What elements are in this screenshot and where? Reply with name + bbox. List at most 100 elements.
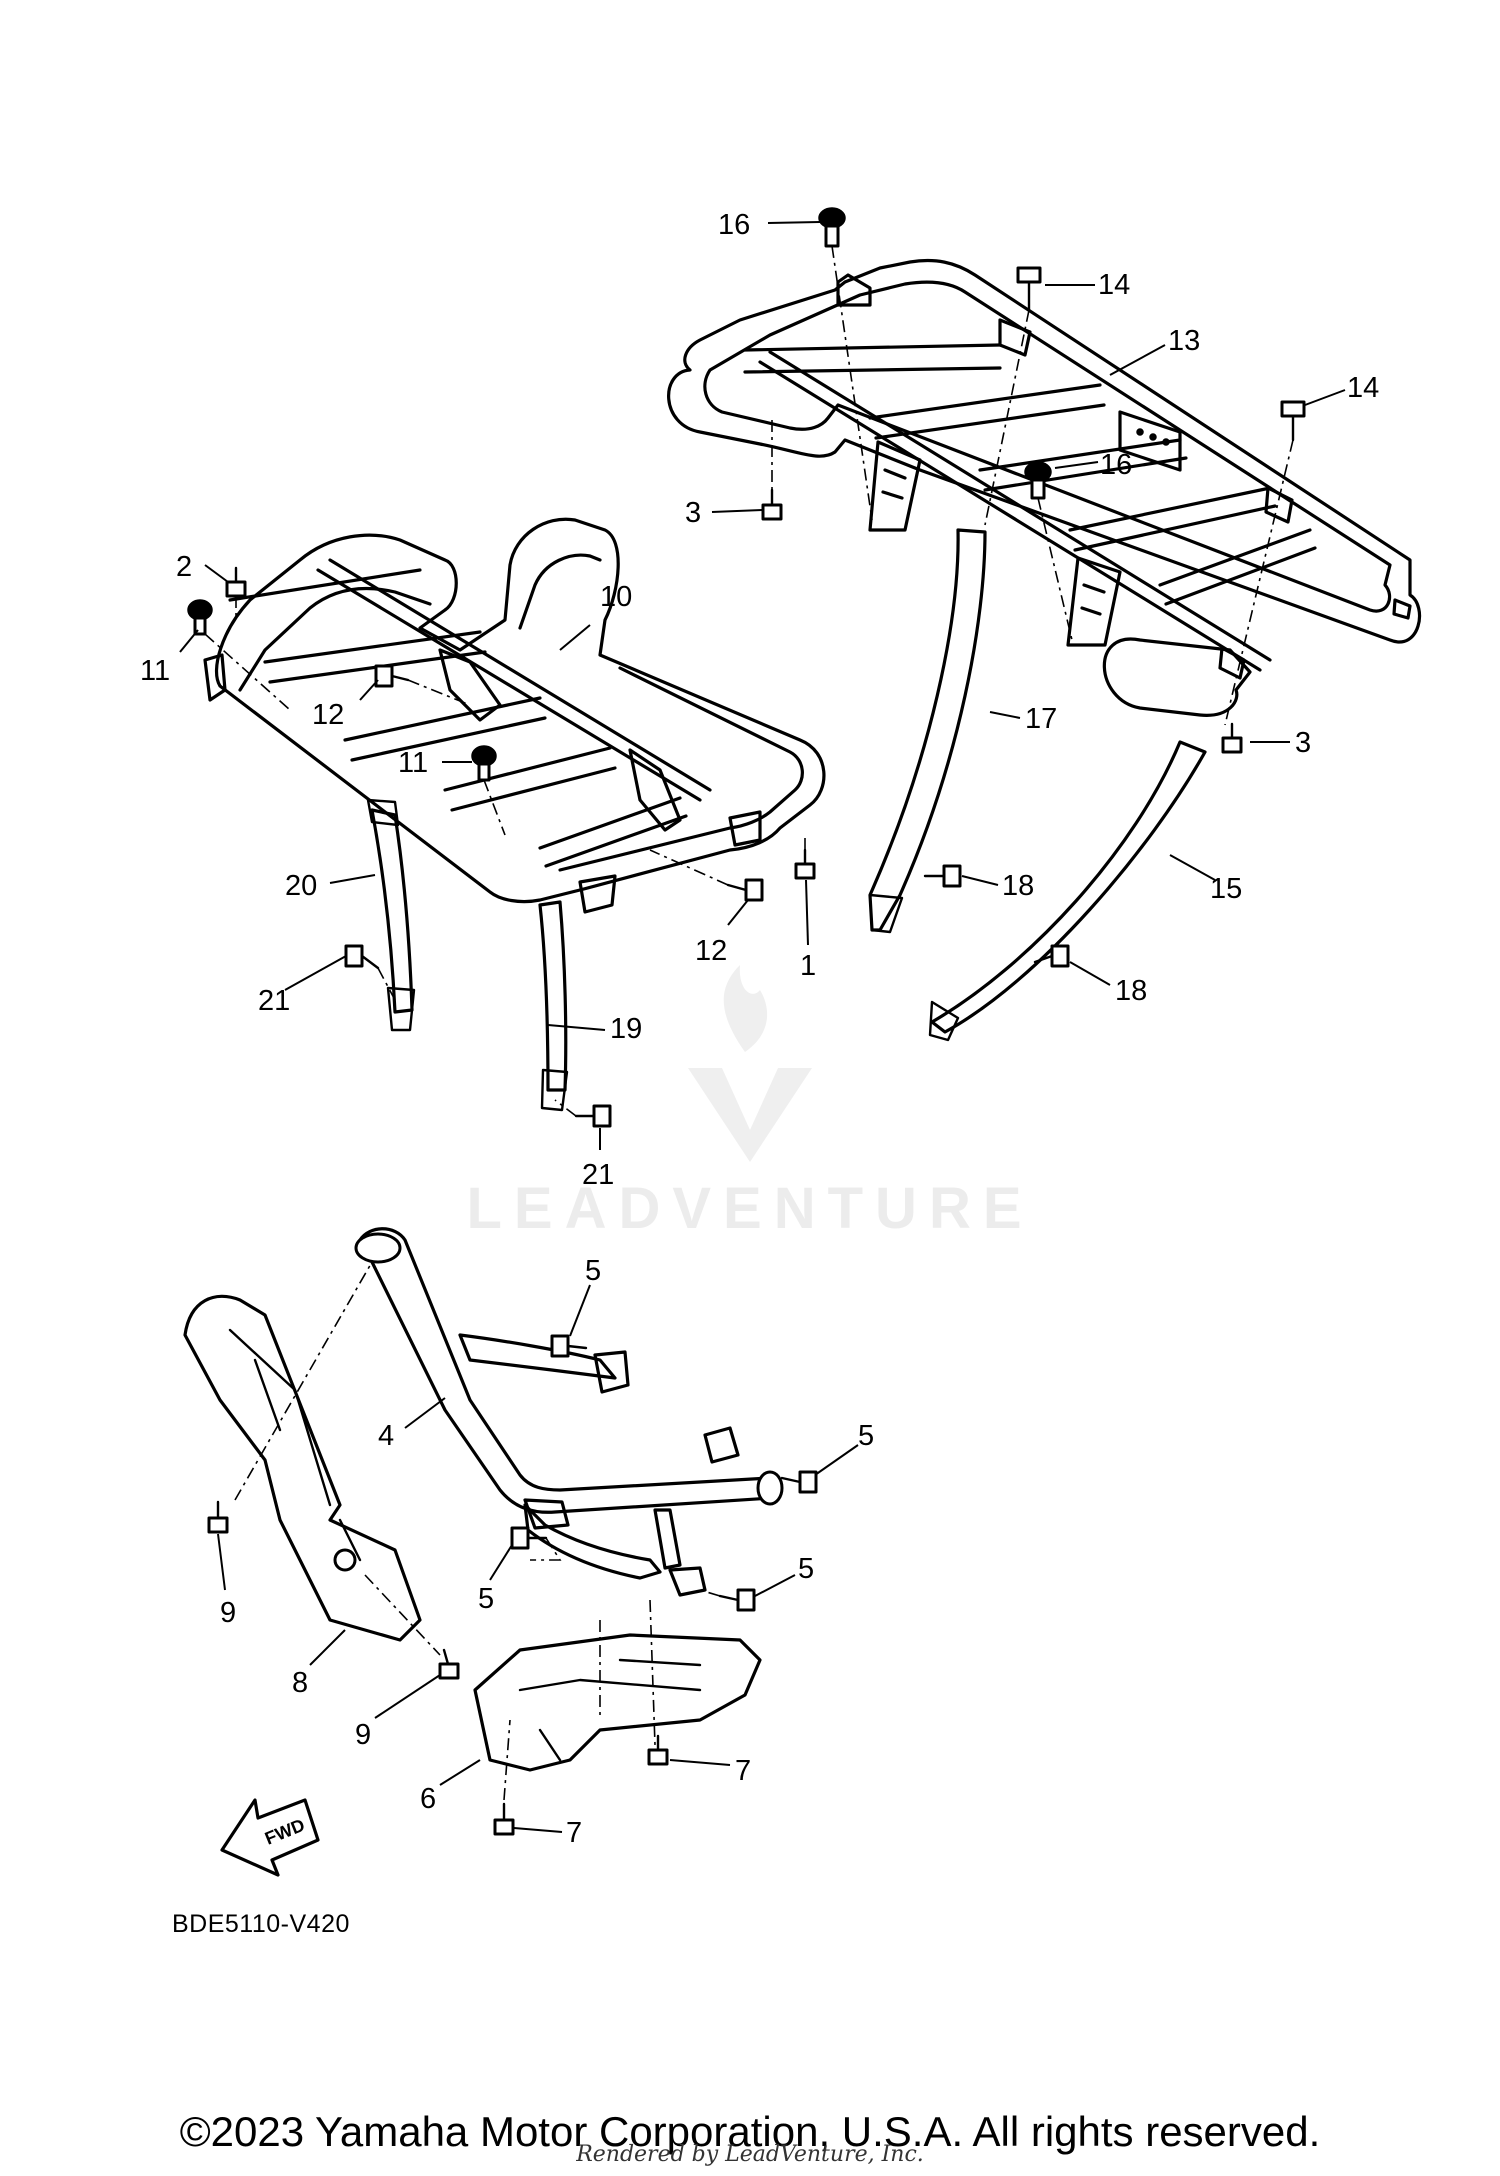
rear-carrier-crossbar-3 xyxy=(978,438,1188,492)
front-stay-20 xyxy=(370,808,414,1014)
rear-carrier-tab-right xyxy=(1264,486,1294,524)
bolt-11-mid-icon xyxy=(471,745,497,782)
front-carrier-bracket-right xyxy=(628,748,682,832)
rear-carrier-frame xyxy=(667,258,1422,644)
front-carrier-crossbar-4 xyxy=(538,796,688,868)
callout-5: 5 xyxy=(798,1553,814,1585)
bolt-9-right-icon xyxy=(438,1648,460,1680)
plate-hole xyxy=(1162,438,1170,446)
callout-16: 16 xyxy=(1100,449,1132,481)
guard-tube-end-right xyxy=(756,1470,784,1506)
assembly-line xyxy=(1224,439,1294,726)
bolt-9-left-icon xyxy=(207,1500,229,1534)
callout-14: 14 xyxy=(1098,269,1130,301)
bolt-12-lower-icon xyxy=(726,878,764,902)
callout-5: 5 xyxy=(478,1583,494,1615)
callout-1: 1 xyxy=(800,950,816,982)
assembly-line xyxy=(649,849,729,886)
bolt-5-lower-icon xyxy=(718,1588,756,1612)
rear-carrier-tab-front xyxy=(1218,646,1246,680)
assembly-lines xyxy=(204,245,1294,1801)
guard-8-body xyxy=(183,1294,422,1642)
assembly-line xyxy=(377,967,396,1001)
guard-8-detail xyxy=(228,1328,362,1562)
assembly-line xyxy=(530,1537,562,1561)
front-carrier-tab-left xyxy=(203,653,227,702)
guard-6-body xyxy=(473,1633,762,1772)
assembly-line xyxy=(699,1589,721,1597)
fwd-arrow-icon xyxy=(220,1798,320,1877)
callout-5: 5 xyxy=(585,1255,601,1287)
assembly-line xyxy=(831,245,873,521)
callout-17: 17 xyxy=(1025,703,1057,735)
rear-stay-15-end xyxy=(928,1000,960,1042)
callout-21: 21 xyxy=(258,985,290,1017)
callout-6: 6 xyxy=(420,1783,436,1815)
callout-11: 11 xyxy=(140,655,170,687)
watermark-v-icon xyxy=(688,1068,812,1162)
copyright-notice: ©2023 Yamaha Motor Corporation, U.S.A. A… xyxy=(179,2108,1321,2155)
rear-carrier-front-hoop xyxy=(1102,637,1252,717)
callouts: 16 14 13 14 16 3 3 17 18 15 18 2 11 10 1… xyxy=(140,209,1379,1849)
callout-8: 8 xyxy=(292,1667,308,1699)
front-carrier-crossbar-5 xyxy=(228,568,422,602)
front-stay-20-top xyxy=(366,798,400,827)
rear-carrier-plate xyxy=(1118,410,1182,472)
assembly-line xyxy=(364,1574,441,1656)
callout-11: 11 xyxy=(398,747,428,779)
guard-8 xyxy=(183,1294,422,1642)
guard-lower-bracket-left xyxy=(523,1498,570,1530)
callout-5: 5 xyxy=(858,1420,874,1452)
bolt-7-upper-icon xyxy=(647,1734,669,1766)
rear-carrier-center-rail xyxy=(758,350,1272,672)
assembly-line xyxy=(234,1261,373,1501)
callout-19: 19 xyxy=(610,1013,642,1045)
bolt-14-top-icon xyxy=(1016,266,1042,312)
rear-carrier-inner-rail xyxy=(703,280,1392,613)
bolt-18-upper-icon xyxy=(923,864,962,888)
assembly-line xyxy=(503,1719,511,1801)
rear-carrier-crossbar-2 xyxy=(868,383,1106,440)
rear-stay-17-end xyxy=(868,893,904,934)
callout-3: 3 xyxy=(1295,727,1311,759)
callout-9: 9 xyxy=(220,1597,236,1629)
guard-tube-end-top xyxy=(354,1232,402,1264)
bolt-1-icon xyxy=(794,848,816,880)
bolt-18-lower-icon xyxy=(1033,944,1070,968)
guard-upper-arm xyxy=(458,1333,617,1380)
bolt-16-top-icon xyxy=(818,207,846,248)
guard-tube-main xyxy=(358,1227,774,1514)
plate-hole xyxy=(1136,428,1144,436)
front-carrier-bracket-mid xyxy=(438,648,502,722)
callout-14: 14 xyxy=(1347,372,1379,404)
leader-lines xyxy=(179,221,1346,1833)
callout-3: 3 xyxy=(685,497,701,529)
rear-carrier-crossbar-5 xyxy=(1158,528,1317,606)
callout-7: 7 xyxy=(735,1755,751,1787)
rear-stay-15 xyxy=(930,740,1207,1034)
fasteners xyxy=(187,207,1306,1836)
bolt-3-left-icon xyxy=(761,488,783,521)
bolt-3-right-icon xyxy=(1221,722,1243,754)
front-carrier-tab-bottom xyxy=(728,810,762,847)
assembly-line xyxy=(984,309,1030,526)
guard-upper-bracket xyxy=(593,1350,630,1394)
front-stay-20-end xyxy=(386,986,416,1032)
bolt-5-top-icon xyxy=(550,1334,588,1358)
bolt-21-lower-icon xyxy=(574,1104,612,1128)
bolt-2-icon xyxy=(225,566,247,598)
callout-12: 12 xyxy=(695,935,727,967)
assembly-line xyxy=(204,633,291,711)
bolt-11-left-icon xyxy=(187,599,213,636)
bolt-5-right-icon xyxy=(780,1470,818,1494)
guard-vertical-strut xyxy=(653,1508,682,1570)
callout-21: 21 xyxy=(582,1159,614,1191)
callout-18: 18 xyxy=(1002,870,1034,902)
bolt-5-mid-icon xyxy=(510,1526,548,1550)
rear-carrier-tab-left xyxy=(836,273,872,307)
rear-carrier-crossbar-1 xyxy=(743,343,1002,374)
callout-12: 12 xyxy=(312,699,344,731)
guard-upper-tab xyxy=(703,1426,740,1464)
guard-lower-bracket-right xyxy=(668,1566,707,1597)
